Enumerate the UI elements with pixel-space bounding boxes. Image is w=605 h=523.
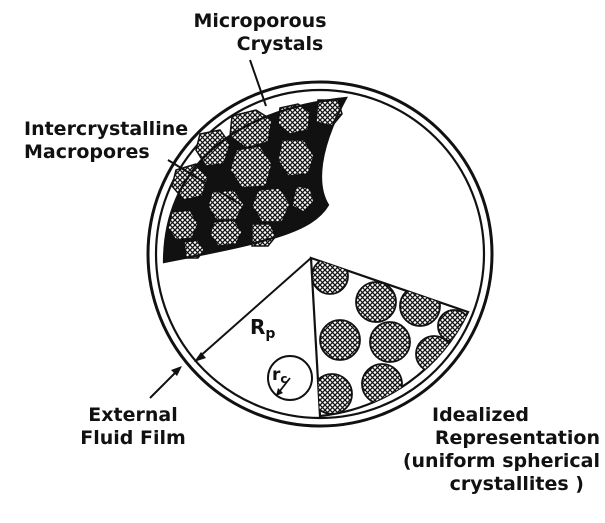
spherical-crystallite (320, 320, 360, 360)
spherical-crystallite (356, 282, 396, 322)
pellet-radius-subscript: p (265, 326, 275, 342)
external-line-2: Fluid Film (58, 427, 208, 450)
microporous-line-2: Crystals (190, 33, 330, 56)
pellet-radius-symbol: R (250, 315, 265, 339)
external-line-1: External (58, 404, 208, 427)
microporous-line-1: Microporous (190, 10, 330, 33)
external-film-pointer (150, 370, 178, 398)
pellet-radius-label: Rp (250, 316, 275, 346)
microporous-pointer (250, 60, 266, 106)
idealized-line-2: Representation (360, 427, 604, 450)
idealized-line-1: Idealized (360, 404, 604, 427)
external-fluid-film-label: External Fluid Film (58, 404, 208, 450)
intercrystalline-line-2: Macropores (24, 141, 188, 164)
spherical-crystallite (370, 322, 410, 362)
spherical-crystallite (416, 336, 452, 372)
crystal-radius-subscript: c (280, 372, 287, 386)
crystal-cutaway-region (164, 98, 346, 262)
idealized-line-4: crystallites ) (360, 473, 604, 496)
intercrystalline-macropores-label: Intercrystalline Macropores (24, 118, 188, 164)
idealized-representation-label: Idealized Representation (uniform spheri… (360, 404, 604, 496)
spherical-crystallite (400, 286, 440, 326)
idealized-line-3: (uniform spherical (360, 450, 604, 473)
idealized-wedge (268, 258, 470, 416)
intercrystalline-line-1: Intercrystalline (24, 118, 188, 141)
crystal-radius-label: rc (272, 364, 288, 391)
spherical-crystallite (362, 364, 402, 404)
microporous-crystals-label: Microporous Crystals (190, 10, 330, 56)
